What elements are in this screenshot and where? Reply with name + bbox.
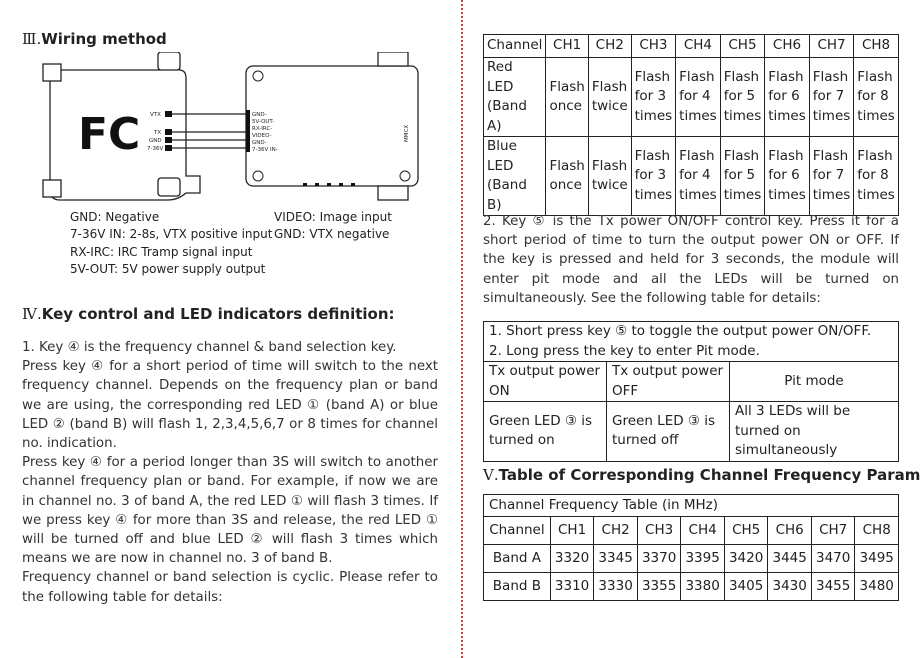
legend-vin: 7-36V IN: 2-8s, VTX positive input [70,227,273,241]
fc-label: FC [78,109,140,160]
led-th-channel: Channel [482,34,547,58]
led-cell: Flash once [545,57,589,137]
freq-cell: 3445 [767,544,812,573]
led-table: Channel CH1 CH2 CH3 CH4 CH5 CH6 CH7 CH8 … [482,34,899,216]
freq-table: Channel Frequency Table (in MHz) Channel… [483,494,899,601]
led-cell: Flash once [545,136,589,216]
wiring-diagram: FC VTX TX GND 7-36V GND- 5V-OUT- RX-IRC-… [42,52,419,201]
legend-vout: 5V-OUT: 5V power supply output [70,262,266,276]
freq-th-ch5: CH5 [723,516,769,545]
freq-cell: 3480 [854,572,899,601]
led-th-ch8: CH8 [853,34,899,58]
led-th-ch1: CH1 [545,34,589,58]
freq-cell: 3330 [593,572,638,601]
led-cell: Flash for 3 times [630,57,677,137]
freq-cell: 3310 [549,572,595,601]
keys-para-3: Press key ④ for a period longer than 3S … [22,455,438,567]
freq-row-label: Band A [483,544,551,573]
led-cell: Flash twice [587,136,632,216]
freq-cell: 3395 [680,544,725,573]
led-th-ch4: CH4 [675,34,721,58]
page-divider [461,0,463,658]
power-table: 1. Short press key ⑤ to toggle the outpu… [483,321,899,462]
freq-th-channel: Channel [483,516,551,545]
fc-pin-tx: TX [153,130,161,136]
vtx-pin-vin: 7-36V IN- [252,147,278,153]
vtx-pin-gnd2: GND- [252,140,267,146]
fc-pin-vin: 7-36V [147,146,163,152]
power-cell-pit: All 3 LEDs will be turned on simultaneou… [729,401,899,462]
led-cell: Flash for 7 times [808,136,855,216]
fc-pin-vtx: VTX [150,112,161,118]
key5-body: 2. Key ⑤ is the Tx power ON/OFF control … [483,214,899,306]
power-cell-off: Green LED ③ is turned off [606,401,730,462]
freq-th-ch1: CH1 [549,516,595,545]
led-cell: Flash for 3 times [630,136,677,216]
power-head-off: Tx output power OFF [606,361,730,402]
freq-row-label: Band B [483,572,551,601]
freq-row-band-b: Band B 3310 3330 3355 3380 3405 3430 345… [483,572,899,601]
led-cell: Flash for 7 times [808,57,855,137]
power-line-1: 1. Short press key ⑤ to toggle the outpu… [483,321,899,342]
freq-caption: Channel Frequency Table (in MHz) [483,494,899,517]
led-row-red: Red LED (Band A) Flash once Flash twice … [482,57,899,137]
freq-cell: 3430 [767,572,812,601]
freq-cell: 3355 [636,572,682,601]
power-head-on: Tx output power ON [483,361,607,402]
legend-video: VIDEO: Image input [274,210,392,224]
led-row-label: Red LED (Band A) [482,57,547,137]
freq-cell: 3405 [723,572,769,601]
freq-cell: 3320 [549,544,595,573]
led-cell: Flash for 6 times [764,57,810,137]
freq-cell: 3420 [723,544,769,573]
freq-th-ch6: CH6 [767,516,812,545]
led-row-label: Blue LED (Band B) [482,136,547,216]
fc-pin-gnd: GND [149,138,162,144]
freq-th-ch2: CH2 [593,516,638,545]
led-cell: Flash for 8 times [853,136,899,216]
power-head-pit: Pit mode [729,361,899,402]
led-cell: Flash for 6 times [764,136,810,216]
legend-rx: RX-IRC: IRC Tramp signal input [70,245,253,259]
freq-cell: 3370 [636,544,682,573]
led-cell: Flash twice [587,57,632,137]
freq-th-ch8: CH8 [854,516,899,545]
keys-para-2: Press key ④ for a short period of time w… [22,359,438,452]
led-cell: Flash for 5 times [719,57,766,137]
freq-cell: 3455 [810,572,856,601]
power-line-2: 2. Long press the key to enter Pit mode. [483,341,899,362]
vtx-pin-gnd: GND- [252,112,267,118]
led-th-ch6: CH6 [764,34,810,58]
keys-para-1: 1. Key ④ is the frequency channel & band… [22,340,397,355]
freq-cell: 3495 [854,544,899,573]
keys-para-4: Frequency channel or band selection is c… [22,570,438,605]
led-th-ch5: CH5 [719,34,766,58]
keys-body: 1. Key ④ is the frequency channel & band… [22,338,438,607]
freq-th-ch4: CH4 [680,516,725,545]
led-th-ch2: CH2 [587,34,632,58]
vtx-pin-video: VIDEO- [252,133,272,139]
vtx-pin-rxirc: RX-IRC- [252,126,272,132]
led-cell: Flash for 4 times [675,136,721,216]
freq-th-ch7: CH7 [810,516,856,545]
freq-th-ch3: CH3 [636,516,682,545]
freq-heading: Ⅴ.Table of Corresponding Channel Frequen… [483,466,921,484]
freq-cell: 3380 [680,572,725,601]
freq-cell: 3470 [810,544,856,573]
legend-gnd-vtx: GND: VTX negative [274,227,390,241]
led-th-ch7: CH7 [808,34,855,58]
led-cell: Flash for 8 times [853,57,899,137]
power-cell-on: Green LED ③ is turned on [483,401,607,462]
vtx-mmcx-label: MMCX [404,125,410,142]
wiring-heading: Ⅲ.Wiring method [22,30,167,48]
vtx-pin-5vout: 5V-OUT- [252,119,274,125]
led-cell: Flash for 5 times [719,136,766,216]
freq-row-band-a: Band A 3320 3345 3370 3395 3420 3445 347… [483,544,899,573]
keys-heading: Ⅳ.Key control and LED indicators definit… [22,305,395,323]
led-cell: Flash for 4 times [675,57,721,137]
legend-gnd: GND: Negative [70,210,160,224]
led-th-ch3: CH3 [630,34,677,58]
led-row-blue: Blue LED (Band B) Flash once Flash twice… [482,136,899,216]
freq-cell: 3345 [593,544,638,573]
